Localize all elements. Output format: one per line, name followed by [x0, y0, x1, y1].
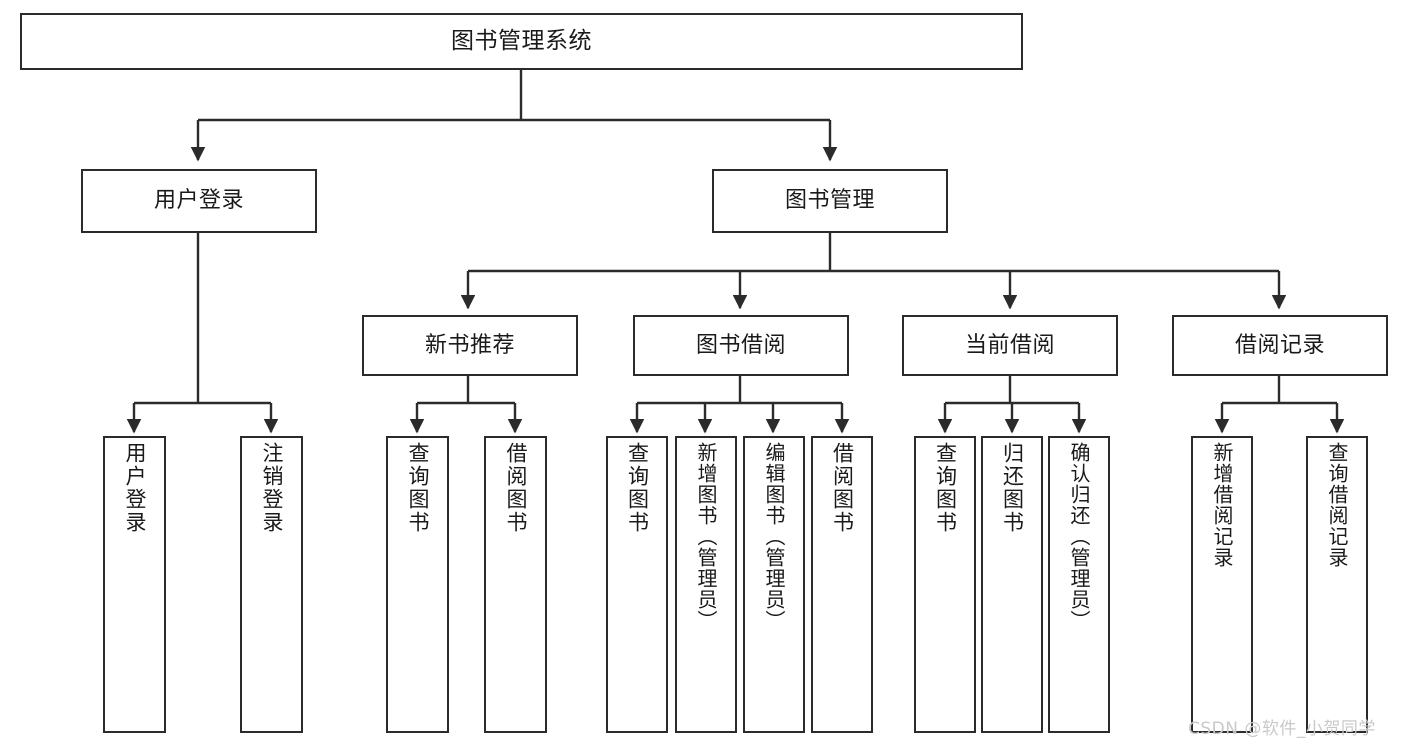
leaf-user-login[interactable]: 用户登录: [103, 436, 166, 733]
node-book-management-system[interactable]: 图书管理系统: [20, 13, 1023, 70]
leaf-query-book-borrow[interactable]: 查询图书: [606, 436, 668, 733]
node-label: 用户登录: [153, 188, 244, 214]
node-borrow-record[interactable]: 借阅记录: [1172, 315, 1388, 376]
node-label: 新书推荐: [424, 332, 515, 358]
node-current-borrow[interactable]: 当前借阅: [902, 315, 1118, 376]
leaf-query-borrow-record[interactable]: 查询借阅记录: [1306, 436, 1368, 733]
node-label: 查询借阅记录: [1325, 442, 1349, 568]
node-label: 借阅图书: [830, 442, 855, 534]
leaf-confirm-return-admin[interactable]: 确认归还（管理员）: [1048, 436, 1110, 733]
node-label: 新增借阅记录: [1210, 442, 1234, 568]
leaf-query-book-recommend[interactable]: 查询图书: [386, 436, 449, 733]
node-label: 图书管理: [784, 188, 875, 214]
leaf-borrow-book[interactable]: 借阅图书: [811, 436, 873, 733]
leaf-return-book[interactable]: 归还图书: [981, 436, 1043, 733]
node-label: 用户登录: [123, 442, 147, 534]
node-user-login[interactable]: 用户登录: [81, 169, 317, 233]
node-label: 查询图书: [625, 442, 650, 534]
csdn-watermark: CSDN @软件_小贺同学: [1188, 719, 1376, 739]
leaf-add-borrow-record[interactable]: 新增借阅记录: [1191, 436, 1253, 733]
node-label: 确认归还（管理员）: [1067, 442, 1091, 631]
node-label: 注销登录: [260, 442, 284, 534]
node-book-borrow[interactable]: 图书借阅: [633, 315, 849, 376]
node-new-book-recommend[interactable]: 新书推荐: [362, 315, 578, 376]
leaf-query-book-current[interactable]: 查询图书: [914, 436, 976, 733]
node-label: 借阅记录: [1234, 332, 1325, 358]
node-label: 查询图书: [933, 442, 958, 534]
node-label: 新增图书（管理员）: [694, 442, 718, 631]
node-label: 编辑图书（管理员）: [762, 442, 786, 631]
node-label: 图书借阅: [695, 332, 786, 358]
leaf-edit-book-admin[interactable]: 编辑图书（管理员）: [743, 436, 805, 733]
node-label: 查询图书: [406, 442, 430, 534]
node-label: 当前借阅: [964, 332, 1055, 358]
node-label: 借阅图书: [504, 442, 528, 534]
leaf-add-book-admin[interactable]: 新增图书（管理员）: [675, 436, 737, 733]
leaf-borrow-book-recommend[interactable]: 借阅图书: [484, 436, 547, 733]
node-label: 归还图书: [1000, 442, 1025, 534]
leaf-logout-login[interactable]: 注销登录: [240, 436, 303, 733]
node-book-management[interactable]: 图书管理: [712, 169, 948, 233]
node-label: 图书管理系统: [451, 27, 592, 54]
